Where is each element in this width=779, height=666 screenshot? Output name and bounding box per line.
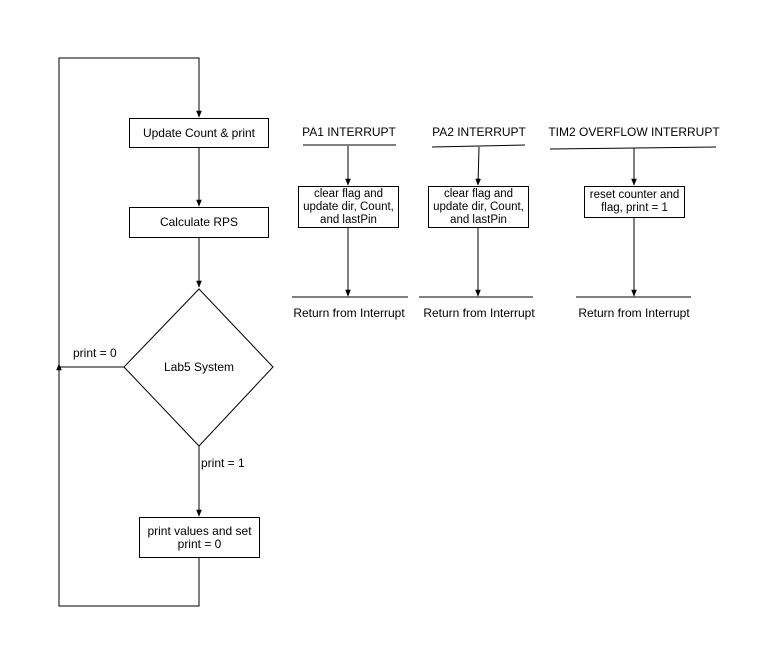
- loop-return-line: [58, 57, 202, 607]
- calculate-rps-box: Calculate RPS: [129, 207, 269, 238]
- pa2-start-bar: [431, 144, 526, 148]
- branch-yes-label: print = 1: [201, 456, 245, 470]
- tim2-return-label: Return from Interrupt: [578, 306, 690, 320]
- pa2-title: PA2 INTERRUPT: [432, 125, 526, 139]
- tim2-start-bar: [549, 146, 717, 150]
- pa2-arrow-to-action: [475, 146, 481, 186]
- calculate-rps-label: Calculate RPS: [159, 215, 239, 229]
- decision-diamond: [123, 288, 274, 447]
- tim2-action-box: reset counter and flag, print = 1: [584, 186, 685, 218]
- decision-label: Lab5 System: [163, 360, 235, 374]
- tim2-action-label: reset counter and flag, print = 1: [589, 189, 680, 214]
- pa2-return-label: Return from Interrupt: [423, 306, 535, 320]
- branch-no-label: print = 0: [73, 346, 117, 360]
- update-count-box: Update Count & print: [129, 118, 269, 148]
- pa1-title: PA1 INTERRUPT: [302, 125, 396, 139]
- tim2-title: TIM2 OVERFLOW INTERRUPT: [548, 125, 720, 139]
- update-count-label: Update Count & print: [142, 125, 256, 140]
- pa1-action-label: clear flag and update dir, Count, and la…: [303, 187, 394, 226]
- pa2-action-box: clear flag and update dir, Count, and la…: [428, 186, 529, 228]
- pa2-action-label: clear flag and update dir, Count, and la…: [433, 187, 524, 226]
- pa1-return-label: Return from Interrupt: [293, 306, 405, 320]
- print-values-label: print values and set print = 0: [147, 523, 252, 551]
- print-values-box: print values and set print = 0: [139, 517, 260, 558]
- pa1-action-box: clear flag and update dir, Count, and la…: [298, 186, 399, 228]
